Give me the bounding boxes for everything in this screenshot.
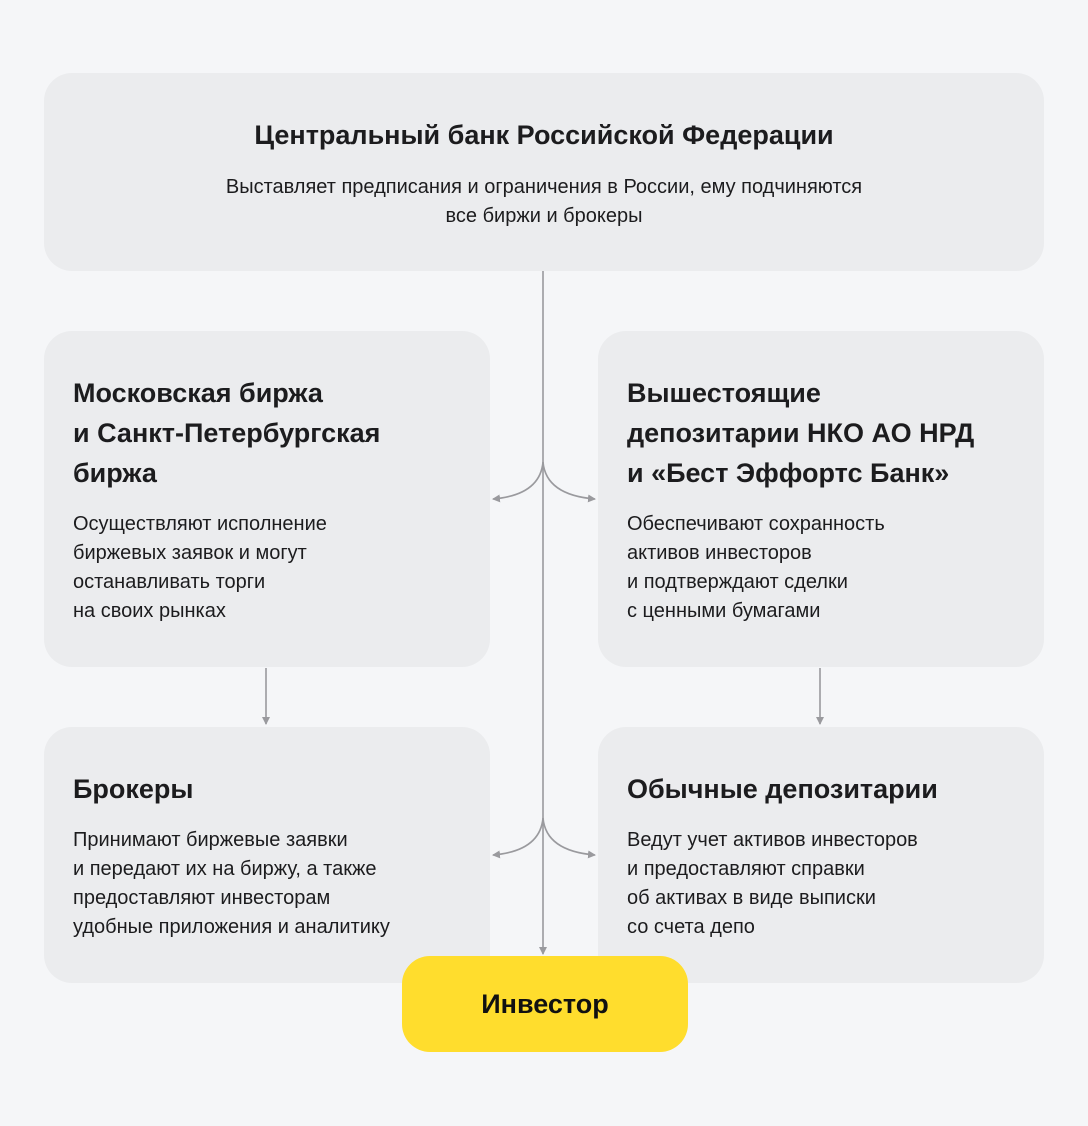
investor-title: Инвестор (481, 988, 609, 1019)
central-bank-node: Центральный банк Российской Федерации Вы… (44, 73, 1044, 271)
title-line: биржа (73, 458, 157, 488)
description-line: Выставляет предписания и ограничения в Р… (225, 176, 863, 198)
brokers-node: Брокеры Принимают биржевые заявки и пере… (44, 727, 490, 983)
title-line: и Санкт-Петербургская (73, 418, 381, 448)
title-line: депозитарии НКО АО НРД (627, 418, 975, 448)
depositories-title: Обычные депозитарии (627, 774, 938, 804)
description-line: и подтверждают сделки (627, 571, 848, 593)
brokers-description: Принимают биржевые заявки и передают их … (73, 826, 390, 942)
exchanges-title: Московская биржа и Санкт-Петербургская б… (73, 373, 380, 493)
description-line: Принимают биржевые заявки (73, 829, 348, 851)
description-line: Ведут учет активов инвесторов (627, 829, 918, 851)
top-depositories-node: Вышестоящие депозитарии НКО АО НРД и «Бе… (598, 331, 1044, 667)
description-line: активов инвесторов (627, 542, 812, 564)
top-depositories-description: Обеспечивают сохранность активов инвесто… (627, 510, 885, 626)
description-line: биржевых заявок и могут (73, 542, 307, 564)
branch-to-depositories (542, 817, 596, 859)
title-line: и «Бест Эффортс Банк» (627, 458, 950, 488)
central-bank-description: Выставляет предписания и ограничения в Р… (44, 173, 1044, 231)
exchanges-node: Московская биржа и Санкт-Петербургская б… (44, 331, 490, 667)
depositories-node: Обычные депозитарии Ведут учет активов и… (598, 727, 1044, 983)
description-line: все биржи и брокеры (445, 205, 643, 227)
description-line: и передают их на биржу, а также (73, 858, 377, 880)
branch-to-exchanges (492, 461, 544, 503)
brokers-title: Брокеры (73, 774, 194, 804)
description-line: Обеспечивают сохранность (627, 513, 885, 535)
description-line: со счета депо (627, 916, 755, 938)
title-line: Московская биржа (73, 378, 323, 408)
description-line: Осуществляют исполнение (73, 513, 327, 535)
exchanges-description: Осуществляют исполнение биржевых заявок … (73, 510, 327, 626)
investor-node: Инвестор (402, 956, 688, 1052)
description-line: удобные приложения и аналитику (73, 916, 390, 938)
title-line: Вышестоящие (627, 378, 821, 408)
description-line: и предоставляют справки (627, 858, 865, 880)
central-bank-title: Центральный банк Российской Федерации (254, 120, 834, 150)
description-line: об активах в виде выписки (627, 887, 876, 909)
description-line: с ценными бумагами (627, 600, 821, 622)
branch-to-brokers (492, 817, 544, 859)
top-depositories-title: Вышестоящие депозитарии НКО АО НРД и «Бе… (627, 373, 974, 493)
depositories-description: Ведут учет активов инвесторов и предоста… (627, 826, 918, 942)
description-line: на своих рынках (73, 600, 226, 622)
description-line: предоставляют инвесторам (73, 887, 331, 909)
branch-to-top-depositories (542, 461, 596, 503)
description-line: останавливать торги (73, 571, 266, 593)
